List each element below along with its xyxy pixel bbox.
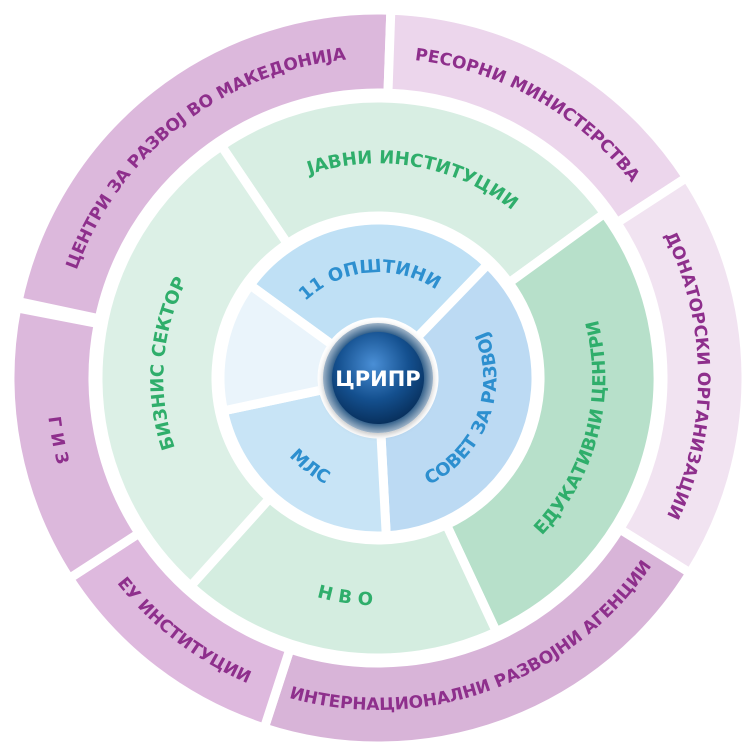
inner-segment-sovet: СОВЕТ ЗА РАЗВОЈ	[376, 257, 541, 541]
inner-segment-shape	[243, 215, 495, 352]
inner-segment-shape	[376, 257, 541, 541]
inner-segment-shape	[215, 278, 339, 417]
inner-segment-shape	[218, 384, 391, 541]
inner-segment-opstini: 11 ОПШТИНИ	[243, 215, 495, 352]
center-hub: ЦРИПР	[323, 323, 433, 433]
outer-segment-shape	[5, 302, 146, 585]
hub-label: ЦРИПР	[335, 367, 420, 391]
outer-segment-donatorski: ДОНАТОРСКИ ОРГАНИЗАЦИИ	[610, 171, 746, 580]
hub-core	[332, 332, 424, 424]
inner-segment-white1	[215, 278, 339, 417]
outer-segment-giz: Г И З	[5, 302, 146, 585]
inner-segment-mls: МЛС	[218, 384, 391, 541]
